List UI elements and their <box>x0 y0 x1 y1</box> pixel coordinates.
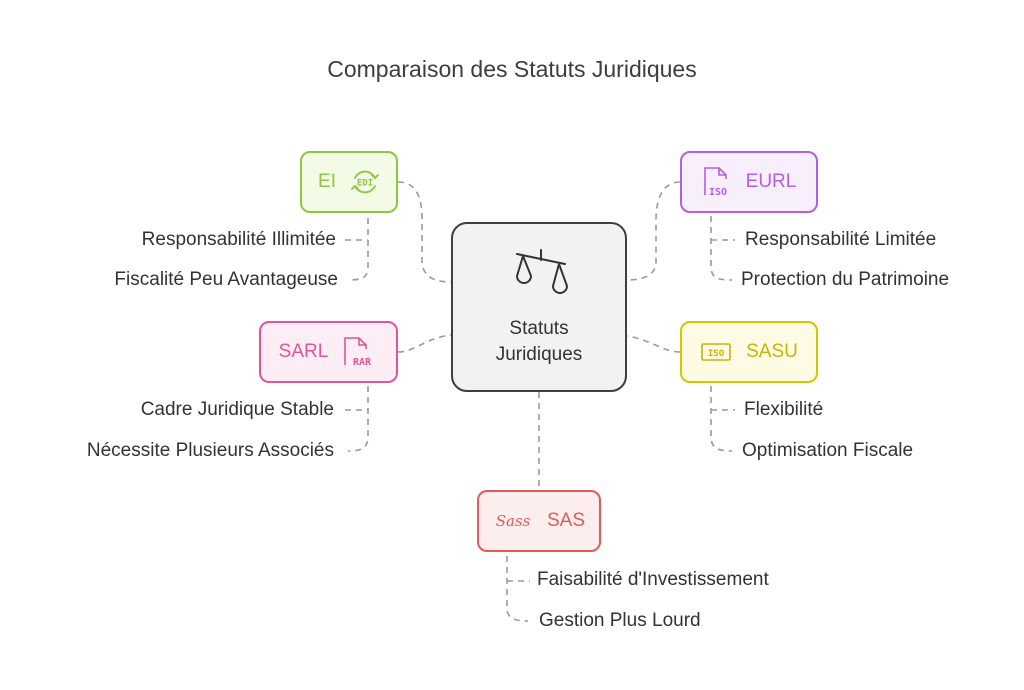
connector-eurl <box>626 181 681 281</box>
node-ei: EI EDI <box>300 151 398 213</box>
center-label-line1: Statuts <box>509 318 569 339</box>
svg-text:ISO: ISO <box>708 349 725 359</box>
rar-file-icon: RAR <box>344 337 372 368</box>
detail-branch-sasu <box>710 386 735 452</box>
svg-text:ISO: ISO <box>709 187 727 198</box>
detail-branch-ei <box>345 218 369 281</box>
sarl-detail-1: Cadre Juridique Stable <box>140 399 334 420</box>
sas-detail-2: Gestion Plus Lourd <box>539 610 701 631</box>
node-sarl: SARL RAR <box>259 321 398 383</box>
node-eurl: ISO EURL <box>680 151 818 213</box>
eurl-detail-2: Protection du Patrimoine <box>741 269 950 290</box>
svg-text:Sass: Sass <box>496 512 531 530</box>
detail-branch-sarl <box>345 386 369 452</box>
node-sarl-label: SARL <box>278 341 329 362</box>
svg-text:EDI: EDI <box>357 179 373 189</box>
sas-detail-1: Faisabilité d'Investissement <box>537 569 769 590</box>
node-sasu: ISO SASU <box>680 321 818 383</box>
connector-sarl <box>397 334 452 353</box>
scale-icon <box>516 249 568 294</box>
sass-icon: Sass <box>496 512 531 530</box>
sarl-detail-2: Nécessite Plusieurs Associés <box>86 440 334 461</box>
connector-sasu <box>626 335 681 353</box>
sasu-detail-2: Optimisation Fiscale <box>742 440 914 461</box>
svg-text:RAR: RAR <box>353 357 372 368</box>
eurl-detail-1: Responsabilité Limitée <box>745 229 937 250</box>
connector-ei <box>397 181 452 283</box>
node-sas-label: SAS <box>546 510 586 531</box>
node-eurl-label: EURL <box>745 171 797 192</box>
ei-detail-2: Fiscalité Peu Avantageuse <box>114 269 338 290</box>
node-sasu-label: SASU <box>746 341 798 362</box>
iso-file-icon: ISO <box>703 167 727 198</box>
edi-icon: EDI <box>351 170 379 194</box>
diagram-title: Comparaison des Statuts Juridiques <box>327 56 697 82</box>
detail-branch-sas <box>506 556 530 622</box>
node-sas: Sass SAS <box>477 490 601 552</box>
node-ei-label: EI <box>318 171 336 192</box>
iso-disk-icon: ISO <box>701 343 731 361</box>
detail-branch-eurl <box>710 216 735 281</box>
ei-detail-1: Responsabilité Illimitée <box>141 229 336 250</box>
center-label-line2: Juridiques <box>495 344 583 365</box>
center-node: Statuts Juridiques <box>451 222 627 392</box>
sasu-detail-1: Flexibilité <box>744 399 824 420</box>
